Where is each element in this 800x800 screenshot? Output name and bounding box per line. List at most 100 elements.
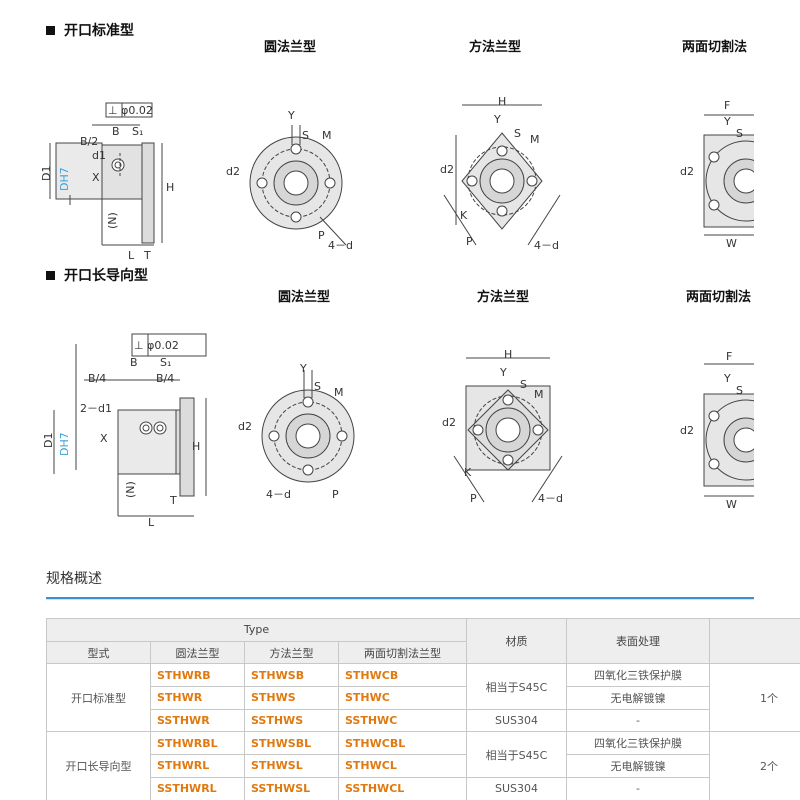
table-row: 开口长导向型 STHWRBL STHWSBL STHWCBL 相当于S45C 四… — [46, 731, 800, 800]
label-D1: D1 — [42, 433, 55, 448]
label-D1: D1 — [40, 166, 53, 181]
label-F: F — [724, 99, 730, 112]
label-N: (N) — [106, 212, 119, 229]
spec-title-rule — [46, 597, 754, 599]
spec-title-rule-light — [46, 599, 754, 600]
label-B: B — [130, 356, 138, 369]
caption-square-flange-2: 方法兰型 — [477, 290, 530, 305]
cell-cut-code[interactable]: STHWC — [337, 686, 468, 710]
square-bullet-icon — [46, 25, 55, 35]
label-4d: 4－d — [538, 492, 563, 505]
cell-model: 开口标准型 — [46, 663, 151, 733]
label-B2: B/2 — [80, 135, 98, 148]
cell-square-code[interactable]: STHWSL — [244, 754, 339, 778]
header-model: 型式 — [46, 640, 151, 665]
label-d2: d2 — [226, 165, 240, 178]
side-view-drawing-long: ⊥ φ0.02 B S₁ B/4 B/4 2－d1 D1 DH7 X H (N)… — [42, 333, 207, 529]
table-row: SSTHWR SSTHWS SSTHWC SUS304 - — [47, 708, 800, 733]
label-d1: d1 — [92, 149, 106, 162]
label-H: H — [498, 95, 506, 108]
cell-square-code[interactable]: STHWSB — [244, 663, 339, 688]
label-B: B — [112, 125, 120, 138]
spec-table: Type 材质 表面处理 型式 圆法兰型 方法兰型 两面切割法兰型 开口标准型 … — [45, 617, 800, 800]
cell-square-code[interactable]: SSTHWSL — [244, 776, 339, 800]
cell-square-code[interactable]: STHWSBL — [244, 731, 339, 756]
cell-extra: 1个 — [709, 663, 800, 733]
header-round: 圆法兰型 — [150, 640, 245, 665]
label-W: W — [726, 498, 737, 511]
label-flatness: ⊥ φ0.02 — [108, 104, 153, 117]
label-L: L — [128, 249, 135, 262]
label-d2: d2 — [680, 165, 694, 178]
label-H: H — [504, 348, 512, 361]
cell-surface: 无电解镀镍 — [566, 686, 711, 710]
cell-surface: - — [566, 708, 711, 733]
label-T: T — [143, 249, 151, 262]
label-H: H — [192, 440, 200, 453]
label-B4-right: B/4 — [156, 372, 174, 385]
label-S: S — [520, 378, 527, 391]
label-L: L — [148, 516, 155, 529]
label-M: M — [530, 133, 540, 146]
round-flange-drawing-standard: Y S M d2 P 4－d — [226, 109, 353, 252]
label-flatness: ⊥ φ0.02 — [134, 339, 179, 352]
label-Y: Y — [287, 109, 295, 122]
cell-cut-code[interactable]: SSTHWC — [337, 708, 468, 733]
cell-cut-code[interactable]: STHWCBL — [337, 731, 468, 756]
two-side-cut-drawing-standard: F Y S d2 W — [680, 99, 754, 250]
two-side-cut-drawing-long: F Y S d2 W — [680, 350, 754, 511]
cell-cut-code[interactable]: STHWCL — [337, 754, 468, 778]
label-4d: 4－d — [328, 239, 353, 252]
cell-material: SUS304 — [466, 708, 568, 733]
label-H: H — [166, 181, 174, 194]
label-Y: Y — [493, 113, 501, 126]
label-Y: Y — [723, 372, 731, 385]
label-X: X — [92, 171, 100, 184]
caption-square-flange-1: 方法兰型 — [469, 40, 522, 55]
label-M: M — [322, 129, 332, 142]
label-P: P — [466, 235, 473, 248]
label-Y: Y — [299, 362, 307, 375]
caption-round-flange-1: 圆法兰型 — [264, 40, 317, 55]
cell-round-code[interactable]: STHWRBL — [150, 731, 245, 756]
cell-round-code[interactable]: STHWRB — [150, 663, 245, 688]
header-type: Type — [45, 618, 468, 642]
label-S: S — [736, 127, 743, 140]
cell-square-code[interactable]: STHWS — [244, 686, 339, 710]
square-bullet-icon — [46, 270, 55, 280]
label-S: S — [514, 127, 521, 140]
cell-cut-code[interactable]: SSTHWCL — [337, 776, 468, 800]
label-d2: d2 — [442, 416, 456, 429]
label-S: S — [314, 380, 321, 393]
cell-round-code[interactable]: STHWR — [150, 686, 245, 710]
label-P: P — [332, 488, 339, 501]
header-extra — [709, 617, 800, 665]
label-d2: d2 — [440, 163, 454, 176]
section-title-text: 开口标准型 — [64, 23, 134, 39]
cell-round-code[interactable]: STHWRL — [150, 754, 245, 778]
cell-surface: 四氧化三铁保护膜 — [566, 731, 711, 756]
label-S: S — [736, 384, 743, 397]
cell-material: SUS304 — [466, 776, 568, 800]
label-DH7: DH7 — [58, 432, 71, 456]
table-row: 开口标准型 STHWRB STHWSB STHWCB 相当于S45C 四氧化三铁… — [46, 663, 800, 733]
caption-two-side-cut-1: 两面切割法 — [682, 40, 748, 55]
cell-round-code[interactable]: SSTHWRL — [150, 776, 245, 800]
section-title-open-long: 开口长导向型 — [46, 265, 148, 285]
label-M: M — [334, 386, 344, 399]
label-S1: S₁ — [160, 356, 171, 369]
label-X: X — [100, 432, 108, 445]
section-title-open-standard: 开口标准型 — [46, 20, 134, 40]
cell-square-code[interactable]: SSTHWS — [244, 708, 339, 733]
square-flange-drawing-long: H Y S M d2 K P 4－d — [442, 348, 563, 505]
cell-model: 开口长导向型 — [46, 731, 151, 800]
caption-round-flange-2: 圆法兰型 — [278, 290, 331, 305]
spec-section-title: 规格概述 — [46, 571, 102, 587]
square-flange-drawing-standard: H Y S M d2 K P 4－d — [440, 95, 561, 252]
label-N: (N) — [124, 481, 137, 498]
cell-surface: 无电解镀镍 — [566, 754, 711, 778]
cell-material: 相当于S45C — [466, 731, 568, 778]
caption-two-side-cut-2: 两面切割法 — [686, 290, 752, 305]
cell-round-code[interactable]: SSTHWR — [150, 708, 245, 733]
cell-cut-code[interactable]: STHWCB — [337, 663, 468, 688]
